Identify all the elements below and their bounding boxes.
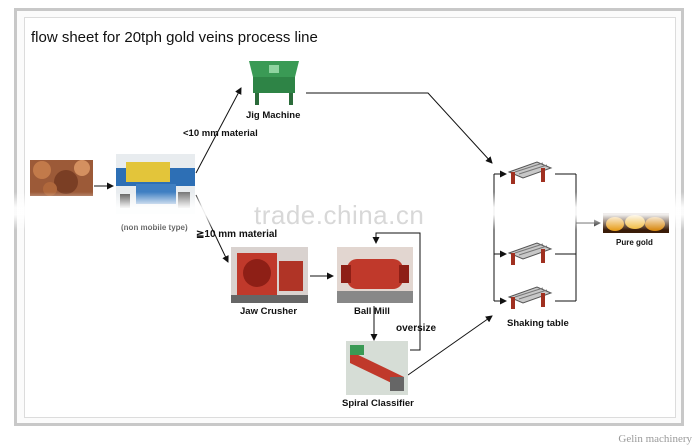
- shaking-table-label: Shaking table: [507, 318, 569, 329]
- pure-gold-label: Pure gold: [616, 238, 653, 247]
- jig-machine-label: Jig Machine: [246, 110, 300, 121]
- spiral-classifier-image: [346, 341, 408, 395]
- ball-mill-image: [337, 247, 413, 303]
- oversize-label: oversize: [396, 323, 436, 334]
- jig-machine-image: [245, 55, 303, 107]
- ball-mill-label: Ball Mill: [354, 306, 390, 317]
- shaking-table-image-2: [507, 239, 553, 267]
- arrow-jig-to-tables: [306, 93, 492, 163]
- raw-ore-image: [30, 160, 93, 196]
- fine-material-label: <10 mm material: [183, 128, 258, 139]
- watermark-text: trade.china.cn: [254, 200, 424, 231]
- shaking-table-image-3: [507, 283, 553, 311]
- shaking-table-image-1: [507, 158, 553, 186]
- credit-text: Gelin machinery: [618, 433, 692, 445]
- spiral-classifier-label: Spiral Classifier: [342, 398, 414, 409]
- jaw-crusher-image: [231, 247, 308, 303]
- jaw-crusher-label: Jaw Crusher: [240, 306, 297, 317]
